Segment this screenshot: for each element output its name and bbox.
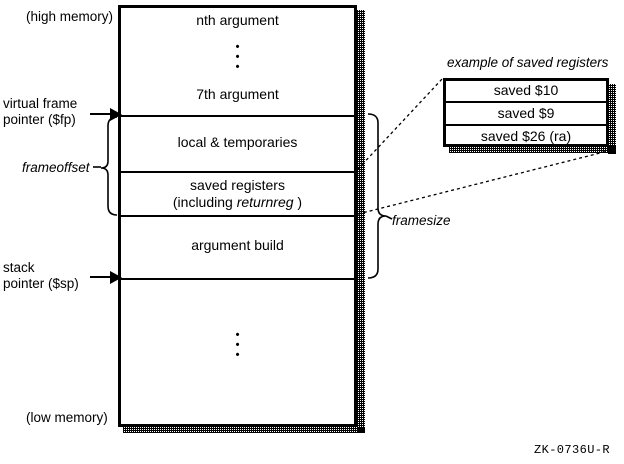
divider-savedregs-argbuild [118, 215, 357, 217]
saved-registers-inset-box [443, 78, 609, 147]
dot: • [235, 329, 240, 341]
divider-stack-pointer [118, 278, 357, 280]
inset-row-saved-9: saved $9 [497, 105, 555, 121]
region-label-saved-registers: saved registers [190, 177, 285, 193]
stack-pointer-label: stack pointer ($sp) [3, 260, 79, 292]
inset-box-shadow-bottom [449, 146, 616, 153]
inset-box-shadow-right [608, 84, 616, 154]
leader-line-upper [357, 77, 444, 170]
dot: • [235, 349, 240, 361]
divider-locals-savedregs [118, 171, 357, 173]
inset-row-saved-10: saved $10 [493, 82, 559, 98]
region-label-saved-registers-sub: (including returnreg ) [121, 194, 354, 211]
frameoffset-label: frameoffset [22, 160, 90, 175]
dot: • [235, 41, 240, 53]
region-label-nth-argument: nth argument [196, 12, 279, 28]
virtual-frame-pointer-line2: pointer ($fp) [3, 112, 76, 127]
vertical-dots-low-memory: • • • [121, 329, 354, 361]
returnreg-text: returnreg [236, 194, 294, 210]
inset-divider-1 [443, 101, 609, 103]
dot: • [235, 339, 240, 351]
high-memory-label: (high memory) [26, 9, 114, 24]
stack-pointer-line1: stack [3, 260, 35, 275]
saved-registers-paren-close: ) [293, 194, 303, 210]
region-label-local-temporaries: local & temporaries [177, 134, 298, 150]
dot: • [235, 61, 240, 73]
figure-id-label: ZK-0736U-R [534, 443, 611, 457]
inset-row-saved-26-ra: saved $26 (ra) [480, 128, 572, 144]
framesize-label: framesize [392, 213, 451, 228]
framesize-brace [367, 113, 393, 279]
divider-virtual-frame-pointer [118, 115, 357, 117]
saved-registers-including-text: (including [172, 194, 237, 210]
leader-line-lower [357, 149, 613, 215]
inset-caption: example of saved registers [447, 55, 609, 70]
virtual-frame-pointer-line1: virtual frame [3, 96, 78, 111]
inset-divider-2 [443, 124, 609, 126]
region-label-argument-build: argument build [191, 237, 284, 253]
stack-pointer-line2: pointer ($sp) [3, 276, 79, 291]
frameoffset-brace [93, 116, 118, 216]
stack-box-shadow-bottom [123, 427, 365, 433]
dot: • [235, 51, 240, 63]
low-memory-label: (low memory) [26, 410, 108, 425]
stack-box-shadow-right [357, 10, 365, 432]
region-label-7th-argument: 7th argument [196, 86, 279, 102]
vertical-dots-arguments: • • • [121, 41, 354, 73]
virtual-frame-pointer-label: virtual frame pointer ($fp) [3, 96, 77, 128]
